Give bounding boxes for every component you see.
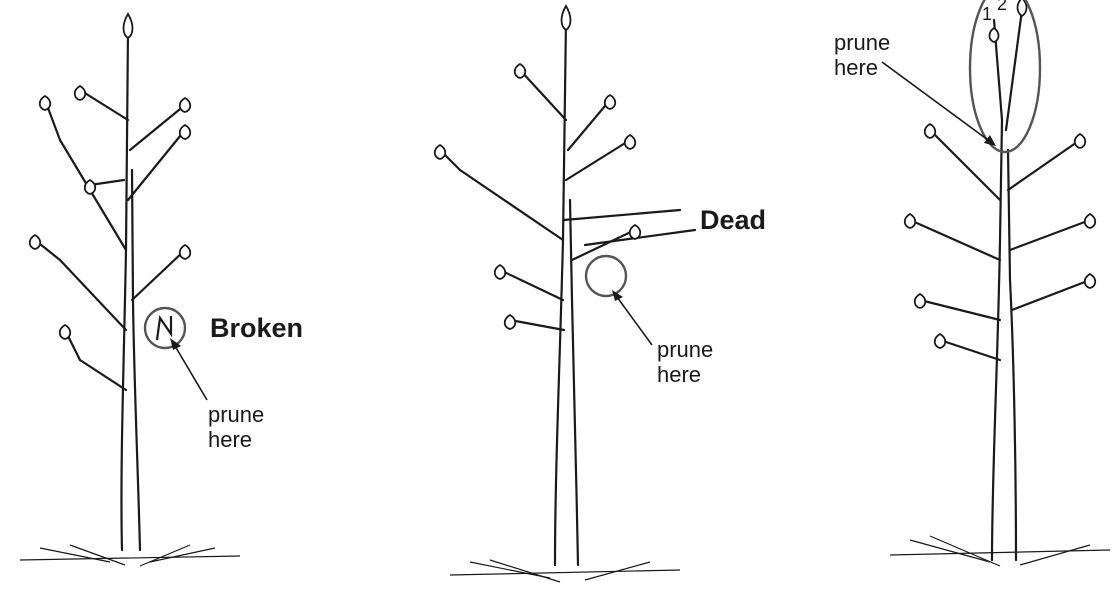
leader-2-label: 2 xyxy=(997,0,1007,15)
right-prune-line1: prune xyxy=(834,30,890,55)
right-pointer-arrow xyxy=(882,62,996,146)
broken-branch-circle xyxy=(145,308,185,348)
dead-label: Dead xyxy=(700,205,766,236)
dead-branch-circle xyxy=(586,256,626,296)
tree-competing-leaders xyxy=(760,0,1118,599)
middle-prune-line1: prune xyxy=(657,337,713,362)
middle-prune-here-label: prune here xyxy=(657,337,713,388)
left-prune-line1: prune xyxy=(208,402,264,427)
leader-1-label: 1 xyxy=(982,4,992,25)
left-prune-here-label: prune here xyxy=(208,402,264,453)
right-prune-here-label: prune here xyxy=(834,30,890,81)
right-prune-line2: here xyxy=(834,55,890,80)
broken-branch-mark xyxy=(157,316,171,340)
left-pointer-arrow xyxy=(170,338,207,400)
tree-dead-branch xyxy=(380,0,750,599)
middle-pointer-arrow xyxy=(612,290,652,345)
middle-prune-line2: here xyxy=(657,362,713,387)
tree-broken-branch xyxy=(0,0,370,599)
left-prune-line2: here xyxy=(208,427,264,452)
broken-label: Broken xyxy=(210,313,303,344)
